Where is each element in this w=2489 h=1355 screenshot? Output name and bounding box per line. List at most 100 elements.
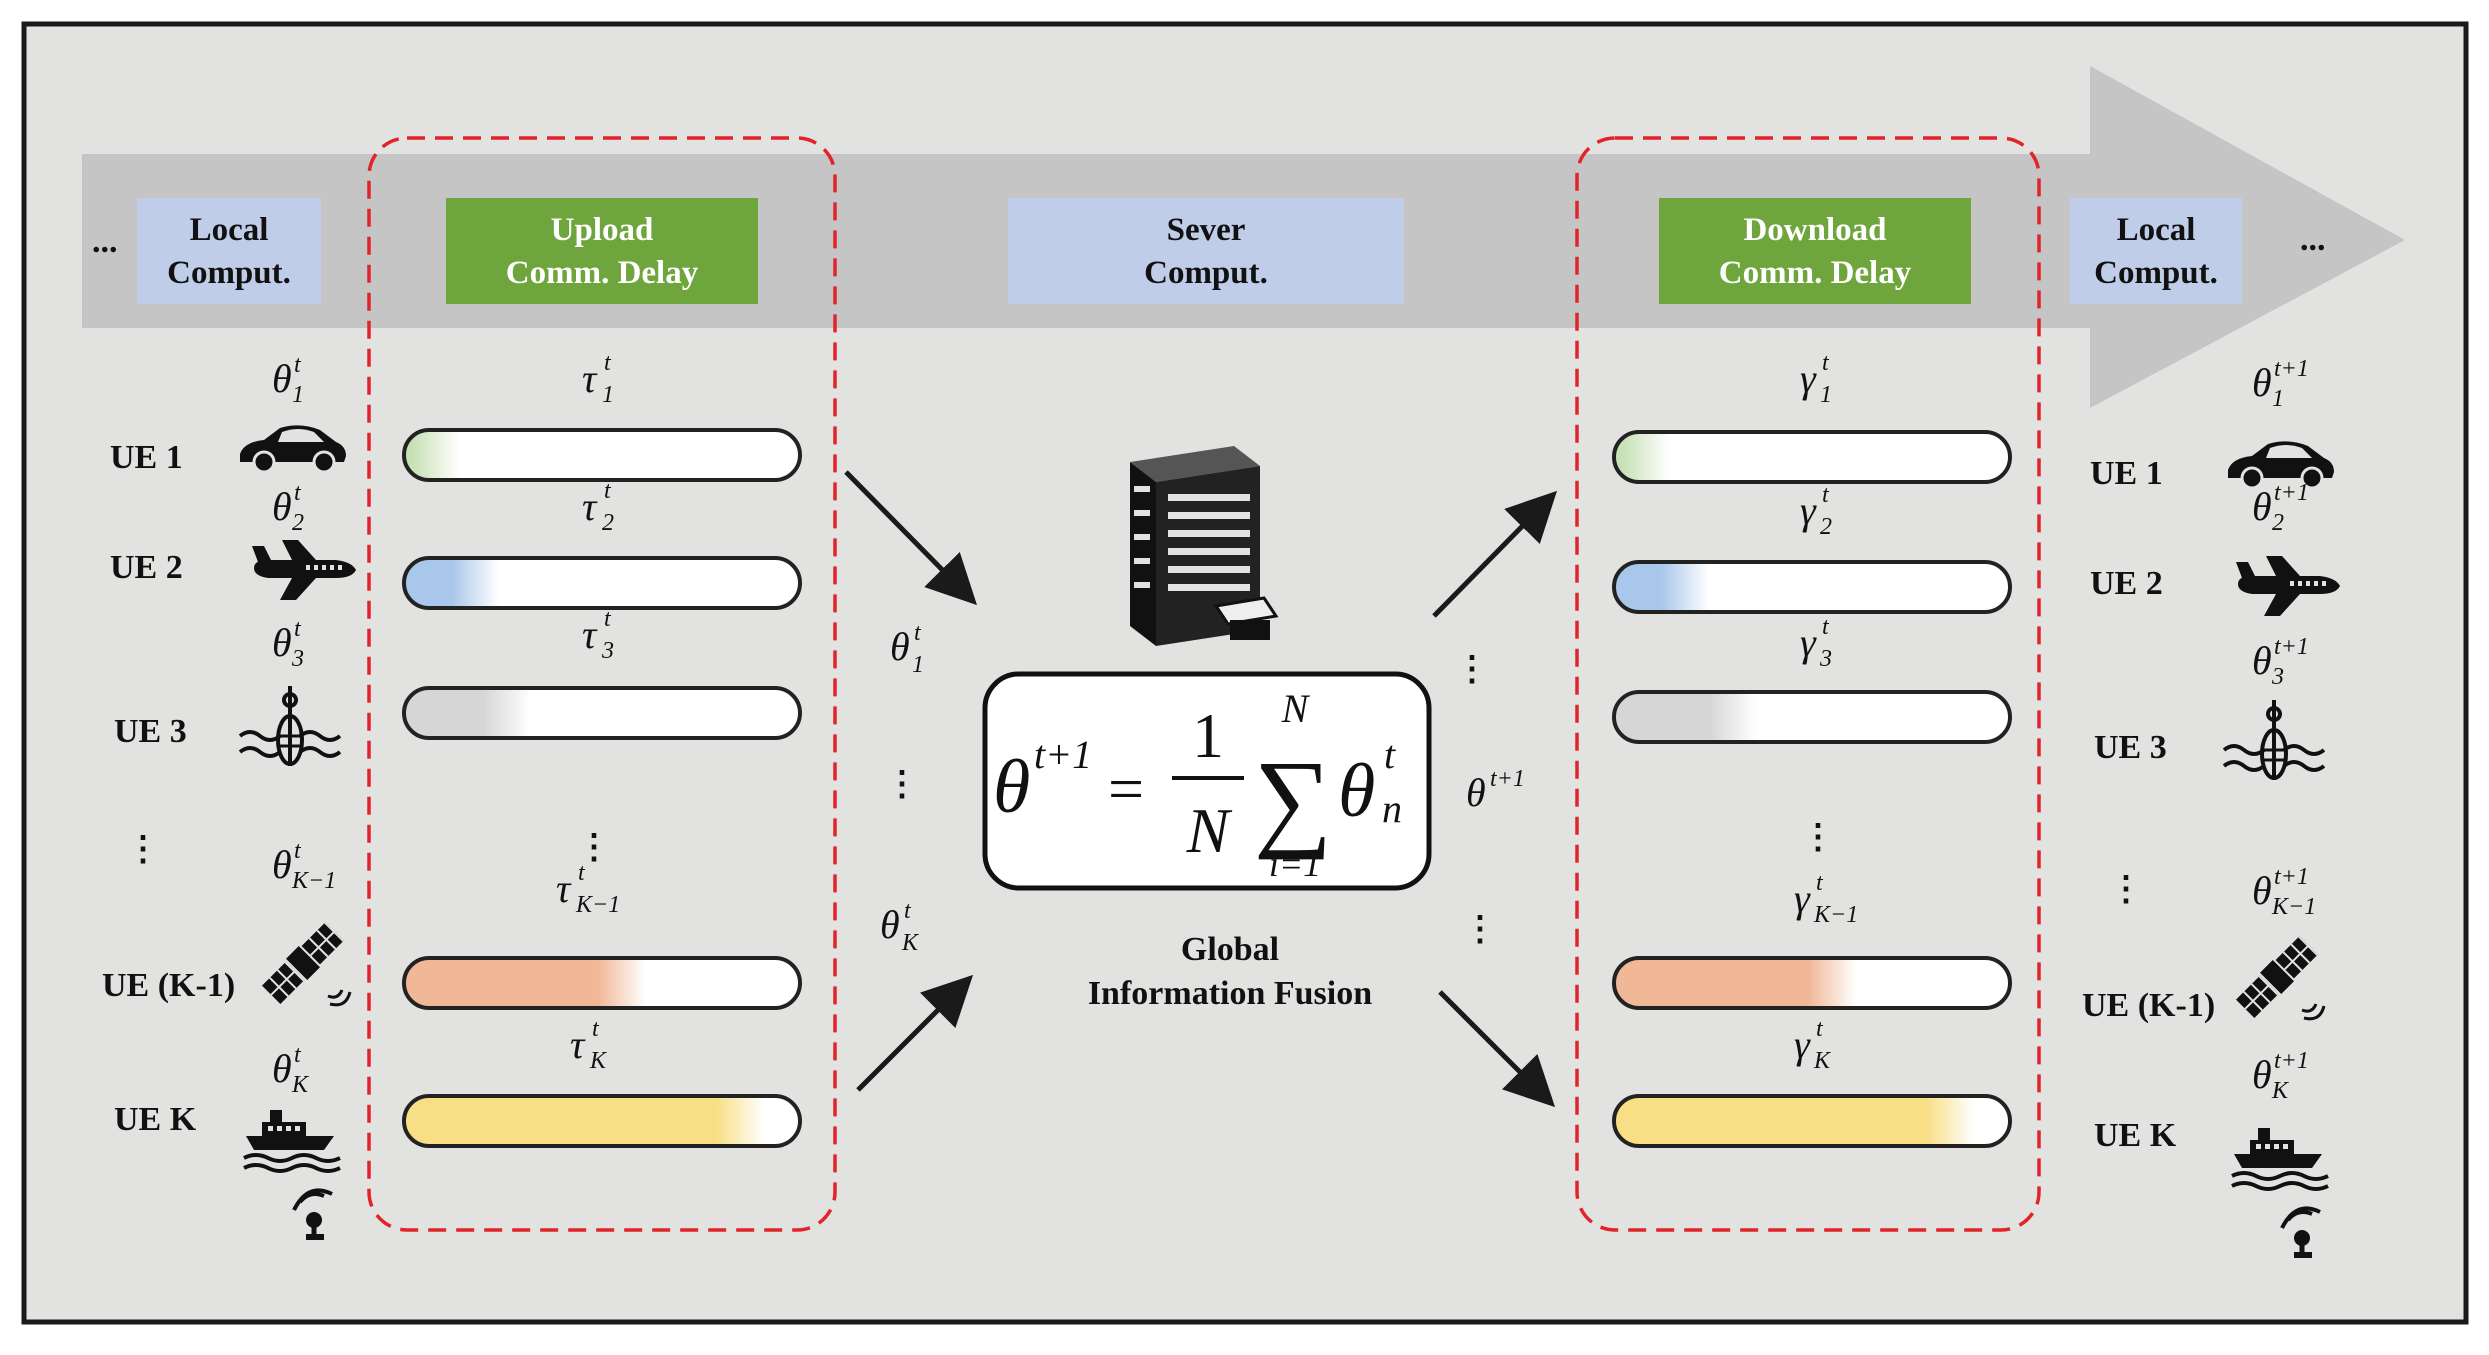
bar-track	[1612, 956, 2012, 1010]
download-dashed-region	[1575, 136, 2041, 1232]
formula-sum: ∑	[1254, 738, 1332, 860]
bar-subscript: K−1	[1813, 902, 1858, 928]
sup: t	[914, 620, 922, 646]
bar-symbol: γ	[1800, 620, 1817, 665]
theta-superscript: t+1	[2274, 864, 2309, 890]
upload-in-theta-k: θ t K	[880, 898, 920, 956]
formula-equals: =	[1108, 753, 1144, 824]
bar-track	[1612, 430, 2012, 484]
buoy-icon	[2222, 700, 2326, 780]
theta-superscript: t	[294, 480, 302, 506]
bar-subscript: 3	[1819, 646, 1832, 672]
sym: θ	[880, 902, 900, 947]
formula-box	[982, 671, 1432, 891]
theta-symbol: θ	[272, 620, 292, 665]
theta-symbol: θ	[272, 1046, 292, 1091]
formula-numerator: 1	[1192, 700, 1224, 771]
arrow-upload-bottom	[856, 974, 974, 1092]
formula-term-sub: n	[1382, 786, 1402, 831]
bar-superscript: t	[1816, 870, 1824, 896]
theta-subscript: 2	[292, 510, 304, 536]
stage-label-line2: Comm. Delay	[1719, 255, 1912, 291]
bar-superscript: t	[1822, 350, 1830, 376]
vdots-upload: ⋮	[577, 829, 611, 866]
bar-superscript: t	[604, 350, 612, 376]
sup: t	[904, 898, 912, 924]
theta-subscript: K−1	[2271, 894, 2316, 920]
theta-symbol: θ	[2252, 360, 2272, 405]
theta-subscript: 3	[2271, 664, 2284, 690]
bar-track	[402, 686, 802, 740]
theta-subscript: 1	[2272, 386, 2284, 412]
formula-sum-top: N	[1281, 686, 1311, 731]
airplane-icon	[2236, 556, 2340, 616]
arrow-upload-top	[844, 470, 978, 606]
stage-label-line1: Download	[1743, 212, 1886, 248]
device-label: UE K	[2094, 1117, 2177, 1154]
stage-local-comput-right: Local Comput.	[2070, 198, 2242, 304]
bar-track	[1612, 1094, 2012, 1148]
bar-symbol: γ	[1794, 1022, 1811, 1067]
theta-superscript: t+1	[2274, 634, 2309, 660]
theta-symbol: θ	[2252, 1052, 2272, 1097]
formula-sum-bottom: i=1	[1269, 844, 1321, 884]
stage-upload-comm-delay: Upload Comm. Delay	[446, 198, 758, 304]
formula-term-sup: t	[1384, 732, 1396, 777]
upload-in-theta-1: θ t 1	[890, 620, 924, 678]
stage-box	[1659, 198, 1971, 304]
vdots-upload-arrows: ⋮	[885, 766, 919, 803]
bar-symbol: γ	[1800, 356, 1817, 401]
theta-subscript: 3	[291, 646, 304, 672]
bar-superscript: t	[592, 1016, 600, 1042]
vdots-left-devices: ⋮	[126, 831, 160, 868]
stage-box	[1008, 198, 1404, 304]
stage-label-line1: Local	[2117, 212, 2196, 248]
formula-lhs: θ	[993, 745, 1030, 829]
bar-symbol: γ	[1800, 488, 1817, 533]
bar-superscript: t	[604, 606, 612, 632]
formula-term: θ	[1338, 749, 1375, 833]
theta-superscript: t+1	[2274, 480, 2309, 506]
bar-superscript: t	[1822, 482, 1830, 508]
bar-track	[402, 956, 802, 1010]
stage-label-line2: Comput.	[167, 255, 291, 291]
device-label: UE (K-1)	[102, 967, 235, 1004]
bar-subscript: K−1	[575, 892, 620, 918]
arrow-download-top	[1432, 490, 1558, 618]
bar-subscript: 1	[602, 382, 614, 408]
bar-symbol: τ	[556, 866, 572, 911]
bar-subscript: 2	[602, 510, 614, 536]
theta-subscript: K	[2271, 1078, 2290, 1104]
upload-dashed-region	[367, 136, 837, 1232]
fusion-caption-line1: Global	[1181, 931, 1279, 968]
bar-symbol: γ	[1794, 876, 1811, 921]
formula-lhs-sup: t+1	[1034, 732, 1092, 777]
bar-subscript: K	[1813, 1048, 1832, 1074]
stage-box	[446, 198, 758, 304]
aggregation-formula: θ t+1 = 1 N ∑ N i=1 θ t n	[993, 686, 1402, 884]
device-label: UE 3	[114, 713, 187, 750]
bar-subscript: K	[589, 1048, 608, 1074]
device-label: UE 1	[110, 439, 183, 476]
stage-download-comm-delay: Download Comm. Delay	[1659, 198, 1971, 304]
theta-superscript: t	[294, 838, 302, 864]
theta-symbol: θ	[2252, 638, 2272, 683]
formula-denominator: N	[1186, 795, 1233, 866]
theta-subscript: K	[291, 1072, 310, 1098]
bar-symbol: τ	[582, 612, 598, 657]
fusion-caption-line2: Information Fusion	[1088, 975, 1372, 1012]
vdots-right-devices: ⋮	[2109, 871, 2143, 908]
theta-subscript: K−1	[291, 868, 336, 894]
